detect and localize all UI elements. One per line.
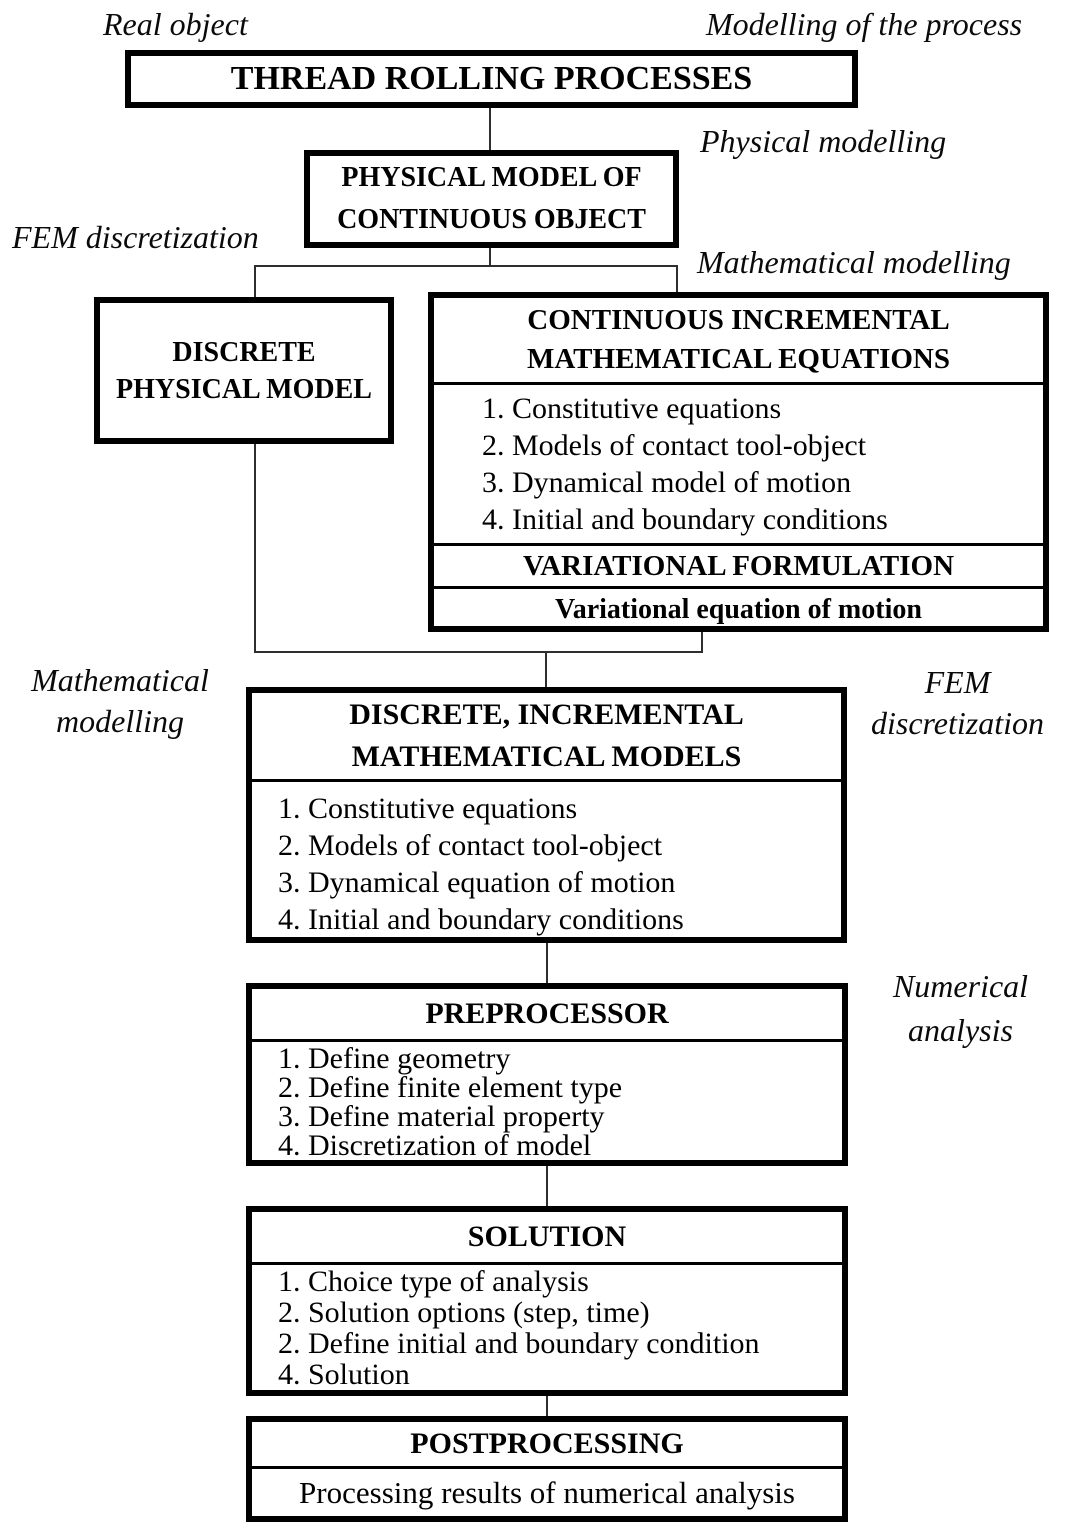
label-mathematical-modelling-right: Mathematical modelling xyxy=(697,244,1011,280)
box-header: SOLUTION xyxy=(467,1220,627,1253)
list-item: 3. Dynamical model of motion xyxy=(482,466,852,499)
box-preprocessor: PREPROCESSOR 1. Define geometry 2. Defin… xyxy=(246,983,848,1166)
model-list: 1. Constitutive equations 2. Models of c… xyxy=(252,782,841,945)
label-real-object: Real object xyxy=(103,6,248,42)
box-title-line: PHYSICAL MODEL xyxy=(116,373,372,405)
box-header-line: MATHEMATICAL EQUATIONS xyxy=(527,343,950,375)
list-item: 1. Constitutive equations xyxy=(278,792,578,825)
box-continuous-incremental-equations: CONTINUOUS INCREMENTAL MATHEMATICAL EQUA… xyxy=(428,292,1049,632)
label-numerical-analysis: Numerical analysis xyxy=(878,964,1043,1052)
list-item: 4. Solution xyxy=(278,1358,410,1391)
list-item: 2. Models of contact tool-object xyxy=(482,429,867,462)
label-modelling-of-the-process: Modelling of the process xyxy=(706,6,1023,42)
box-header: PREPROCESSOR xyxy=(425,997,669,1030)
connector-branch-right-drop xyxy=(676,265,678,292)
connector-variational-down xyxy=(701,630,703,653)
list-item: 4. Initial and boundary conditions xyxy=(278,903,684,936)
label-line: Numerical xyxy=(892,968,1029,1004)
box-header-line: CONTINUOUS INCREMENTAL xyxy=(527,304,950,336)
box-thread-rolling-processes: THREAD ROLLING PROCESSES xyxy=(125,50,858,108)
label-line: modelling xyxy=(56,703,184,739)
list-item: 4. Initial and boundary conditions xyxy=(482,503,888,536)
divider xyxy=(252,779,841,782)
list-item: 2. Define initial and boundary condition xyxy=(278,1327,760,1360)
divider xyxy=(434,586,1043,589)
list-item: 1. Define geometry xyxy=(278,1042,511,1075)
connector-discrete-physical-down xyxy=(254,444,256,653)
connector-to-solution xyxy=(546,1166,548,1206)
box-title: THREAD ROLLING PROCESSES xyxy=(230,60,753,97)
connector-to-postprocessing xyxy=(546,1396,548,1416)
label-mathematical-modelling-left: Mathematical modelling xyxy=(20,660,220,742)
variational-equation-subtitle: Variational equation of motion xyxy=(555,594,922,625)
box-solution: SOLUTION 1. Choice type of analysis 2. S… xyxy=(246,1206,848,1396)
connector-thread-to-physical xyxy=(489,108,491,150)
box-title-line: CONTINUOUS OBJECT xyxy=(337,204,646,235)
list-item: 3. Dynamical equation of motion xyxy=(278,866,676,899)
box-physical-model-continuous-object: PHYSICAL MODEL OF CONTINUOUS OBJECT xyxy=(304,150,679,248)
solution-list: 1. Choice type of analysis 2. Solution o… xyxy=(252,1265,842,1391)
variational-formulation-title: VARIATIONAL FORMULATION xyxy=(522,549,955,582)
label-physical-modelling: Physical modelling xyxy=(700,123,947,159)
connector-merge-horizontal xyxy=(254,651,703,653)
list-item: 4. Discretization of model xyxy=(278,1129,592,1162)
box-header-line: MATHEMATICAL MODELS xyxy=(351,740,742,773)
postprocessing-subtitle: Processing results of numerical analysis xyxy=(299,1474,795,1510)
box-title-line: DISCRETE xyxy=(172,336,316,368)
preprocessor-list: 1. Define geometry 2. Define finite elem… xyxy=(252,1042,842,1162)
connector-branch-horizontal xyxy=(254,265,678,267)
connector-merge-to-discrete-incremental xyxy=(545,651,547,687)
divider xyxy=(434,543,1043,546)
box-header: DISCRETE, INCREMENTAL MATHEMATICAL MODEL… xyxy=(252,693,841,779)
list-item: 2. Models of contact tool-object xyxy=(278,829,663,862)
label-fem-discretization-top: FEM discretization xyxy=(12,219,259,255)
label-line: FEM xyxy=(924,664,991,700)
divider xyxy=(252,1262,842,1265)
box-discrete-physical-model: DISCRETE PHYSICAL MODEL xyxy=(94,297,394,444)
list-item: 2. Solution options (step, time) xyxy=(278,1296,650,1329)
connector-branch-left-drop xyxy=(254,265,256,297)
equation-list: 1. Constitutive equations 2. Models of c… xyxy=(434,385,1043,543)
box-discrete-incremental-models: DISCRETE, INCREMENTAL MATHEMATICAL MODEL… xyxy=(246,687,847,943)
box-header: POSTPROCESSING xyxy=(410,1427,684,1460)
label-line: discretization xyxy=(870,705,1045,741)
list-item: 3. Define material property xyxy=(278,1100,605,1133)
list-item: 1. Constitutive equations xyxy=(482,392,782,425)
divider xyxy=(252,1466,842,1469)
box-header: CONTINUOUS INCREMENTAL MATHEMATICAL EQUA… xyxy=(434,298,1043,382)
box-title-line: PHYSICAL MODEL OF xyxy=(341,162,642,193)
connector-physical-stub xyxy=(489,248,491,267)
connector-to-preprocessor xyxy=(546,942,548,983)
label-line: Mathematical xyxy=(31,662,209,698)
list-item: 2. Define finite element type xyxy=(278,1071,623,1104)
divider xyxy=(434,382,1043,385)
list-item: 1. Choice type of analysis xyxy=(278,1265,589,1298)
divider xyxy=(252,1039,842,1042)
box-header-line: DISCRETE, INCREMENTAL xyxy=(349,698,744,731)
label-fem-discretization-right: FEM discretization xyxy=(850,662,1065,744)
label-line: analysis xyxy=(908,1012,1013,1048)
box-postprocessing: POSTPROCESSING Processing results of num… xyxy=(246,1416,848,1522)
